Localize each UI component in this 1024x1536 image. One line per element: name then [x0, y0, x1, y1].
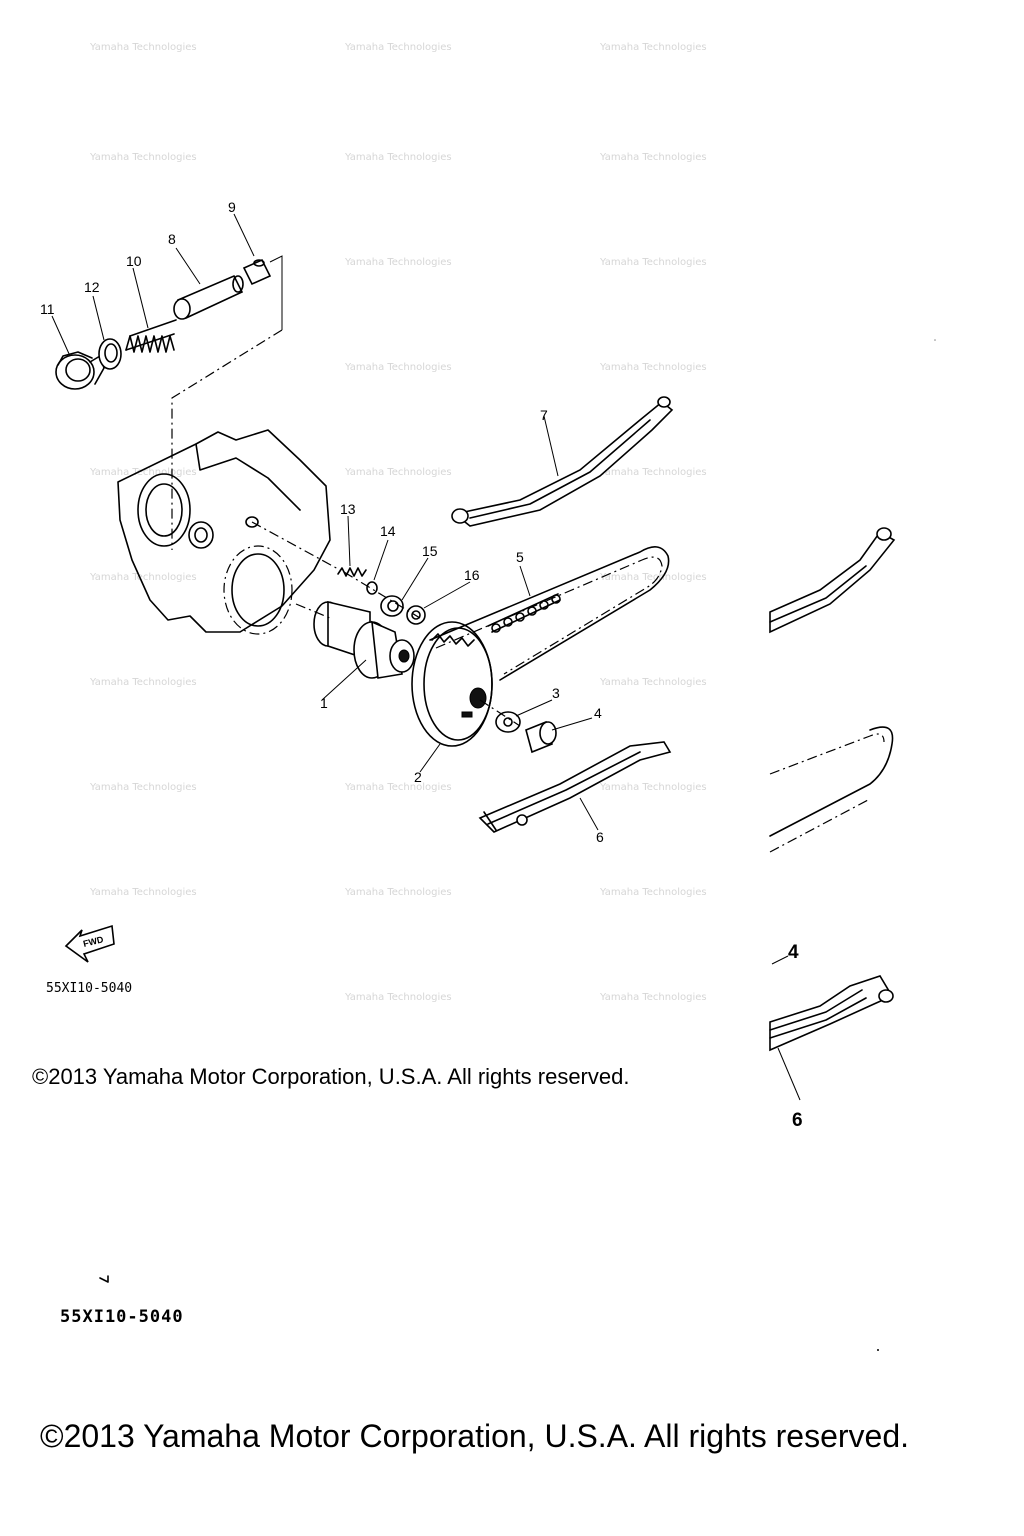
watermark: Yamaha Technologies: [89, 42, 197, 53]
watermark: Yamaha Technologies: [599, 362, 707, 373]
fwd-arrow-fragment: [99, 1275, 109, 1283]
tensioner-cap: [242, 258, 272, 286]
watermark: Yamaha Technologies: [89, 152, 197, 163]
diagram-code-large: 55XI10-5040: [60, 1307, 184, 1327]
fwd-arrow-icon: FWD: [64, 924, 115, 963]
cam-chain: [429, 546, 670, 681]
bushing: [380, 595, 404, 617]
cam-small-parts: [337, 567, 426, 625]
watermark: Yamaha Technologies: [344, 257, 452, 268]
watermark: Yamaha Technologies: [89, 572, 197, 583]
watermark: Yamaha Technologies: [599, 257, 707, 268]
watermark: Yamaha Technologies: [89, 887, 197, 898]
detail-chain-fragment: [769, 726, 894, 853]
watermark: Yamaha Technologies: [344, 992, 452, 1003]
copyright-notice-large: ©2013 Yamaha Motor Corporation, U.S.A. A…: [40, 1418, 910, 1454]
camshaft: [295, 600, 415, 679]
watermark-layer: Yamaha Technologies Yamaha Technologies …: [89, 42, 707, 1003]
circlip: [366, 581, 378, 595]
watermark: Yamaha Technologies: [599, 42, 707, 53]
callout-3: 3: [552, 685, 560, 701]
watermark: Yamaha Technologies: [599, 572, 707, 583]
dowel-pin: [337, 567, 367, 577]
watermark: Yamaha Technologies: [599, 782, 707, 793]
cylinder-head: [117, 429, 341, 635]
callout-9: 9: [228, 199, 236, 215]
chain-guide: [451, 396, 674, 527]
callout-11: 11: [40, 301, 55, 317]
watermark: Yamaha Technologies: [344, 362, 452, 373]
callout-13: 13: [340, 501, 356, 517]
callout-6: 6: [596, 829, 604, 845]
watermark: Yamaha Technologies: [599, 677, 707, 688]
detail-guide-fragment: [769, 527, 896, 634]
detail-callout-6: 6: [792, 1110, 803, 1131]
callout-labels: 1 2 3 4 5 6 7 8 9 10 11 12 13 14 15 16 4…: [40, 199, 803, 1131]
watermark: Yamaha Technologies: [344, 42, 452, 53]
watermark: Yamaha Technologies: [599, 992, 707, 1003]
callout-14: 14: [380, 523, 396, 539]
tensioner-rod: [173, 274, 244, 320]
tensioner-spring: [125, 319, 177, 353]
tensioner-assembly: [55, 255, 283, 550]
watermark: Yamaha Technologies: [599, 467, 707, 478]
watermark: Yamaha Technologies: [89, 467, 197, 478]
watermark: Yamaha Technologies: [344, 152, 452, 163]
watermark: Yamaha Technologies: [599, 152, 707, 163]
fwd-label: FWD: [82, 934, 105, 949]
tensioner-washer: [98, 338, 122, 370]
watermark: Yamaha Technologies: [344, 887, 452, 898]
sprocket-bolt: [525, 720, 557, 754]
watermark: Yamaha Technologies: [89, 782, 197, 793]
watermark: Yamaha Technologies: [89, 677, 197, 688]
callout-4: 4: [594, 705, 602, 721]
sprocket-washer: [495, 711, 521, 733]
callout-8: 8: [168, 231, 176, 247]
copyright-notice-small: ©2013 Yamaha Motor Corporation, U.S.A. A…: [32, 1064, 630, 1089]
diagram-code-small: 55XI10-5040: [46, 981, 132, 996]
callout-16: 16: [464, 567, 480, 583]
callout-7: 7: [540, 407, 548, 423]
callout-12: 12: [84, 279, 100, 295]
watermark: Yamaha Technologies: [344, 467, 452, 478]
watermark: Yamaha Technologies: [599, 887, 707, 898]
callout-15: 15: [422, 543, 438, 559]
cam-sprocket: [411, 621, 493, 747]
detail-callout-4: 4: [788, 942, 799, 963]
callout-5: 5: [516, 549, 524, 565]
tensioner-bolt: [55, 351, 105, 390]
watermark: Yamaha Technologies: [344, 782, 452, 793]
callout-10: 10: [126, 253, 142, 269]
leader-lines: [51, 213, 599, 831]
chain-damper: [478, 741, 672, 833]
callout-2: 2: [414, 769, 422, 785]
detail-damper-fragment: [769, 955, 894, 1101]
callout-1: 1: [320, 695, 328, 711]
